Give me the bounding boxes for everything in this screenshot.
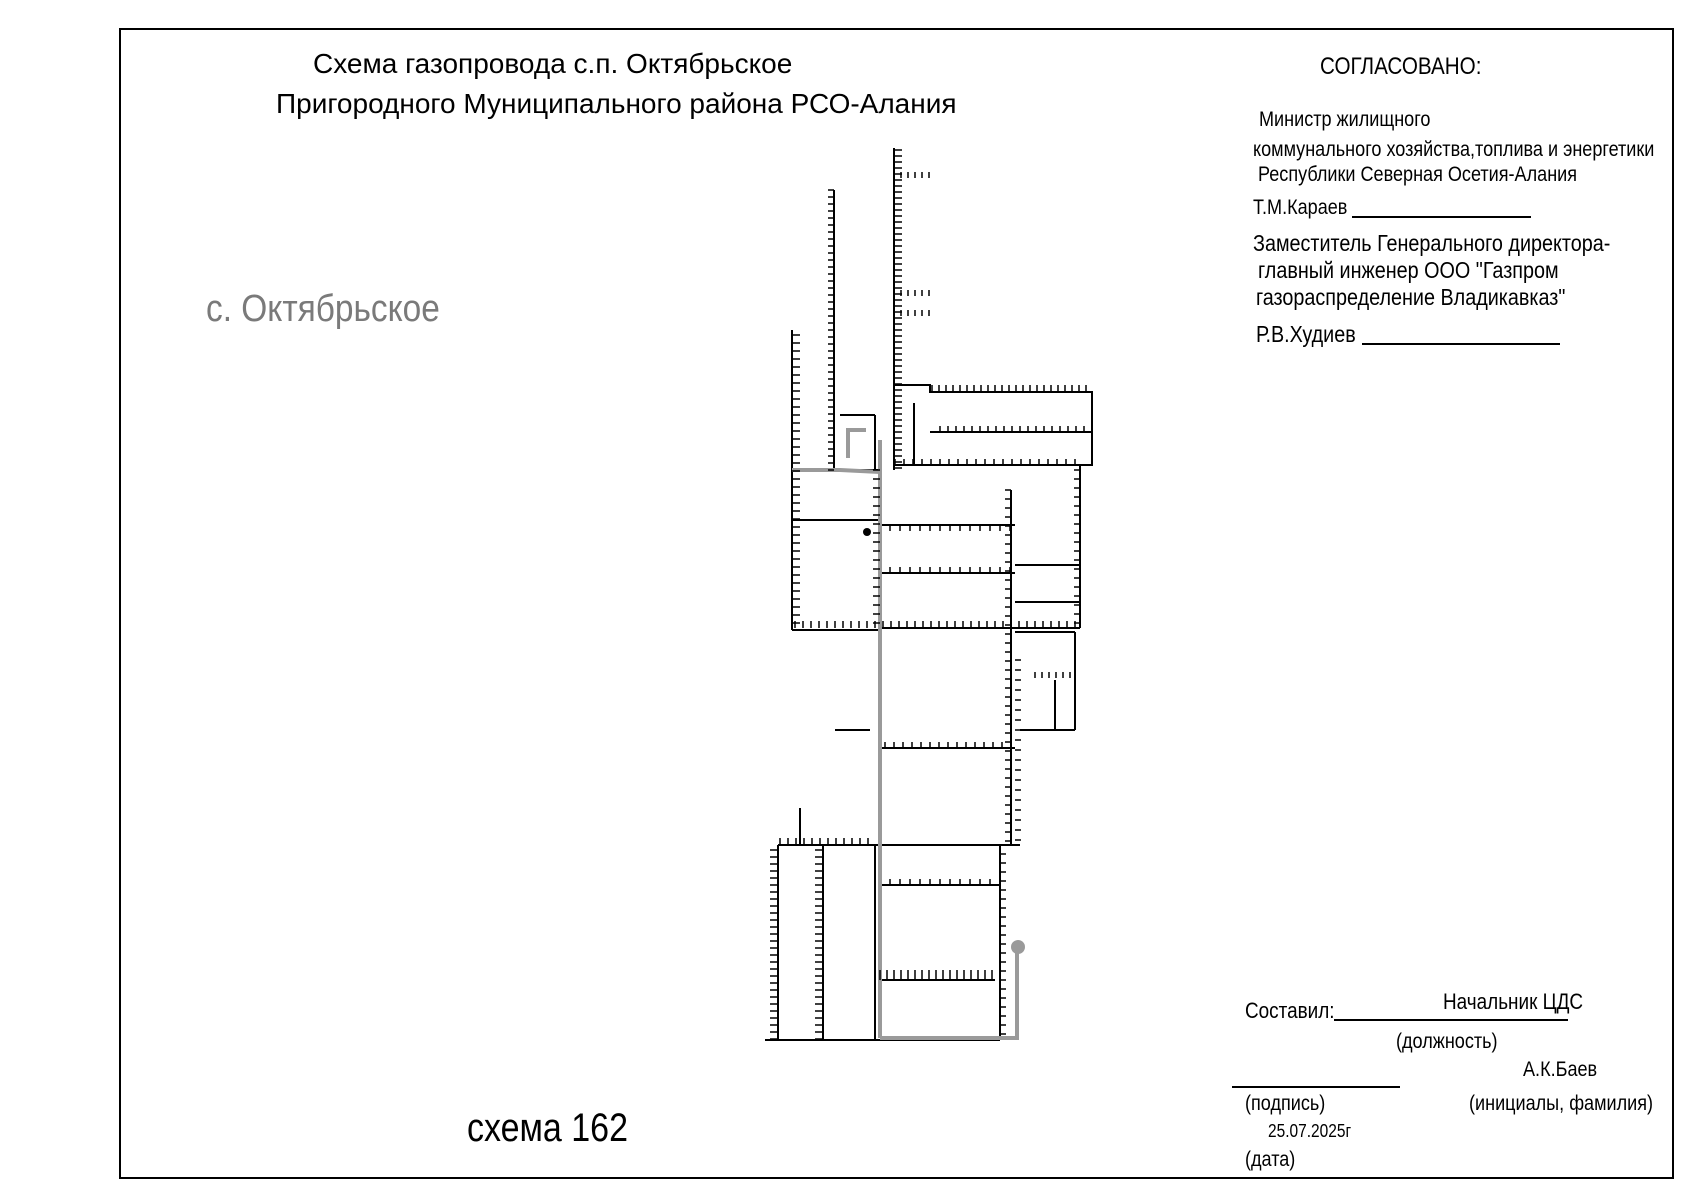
title-line-1: Схема газопровода с.п. Октябрьское bbox=[313, 48, 793, 79]
minister-title-1: Министр жилищного bbox=[1259, 108, 1431, 131]
minister-signature-line bbox=[1352, 216, 1531, 218]
compiled-name: А.К.Баев bbox=[1523, 1058, 1598, 1081]
minister-name: Т.М.Караев bbox=[1253, 196, 1348, 219]
gas-source-node bbox=[1011, 940, 1025, 954]
deputy-name: Р.В.Худиев bbox=[1256, 321, 1356, 347]
deputy-signature-line bbox=[1362, 343, 1560, 345]
compiled-position: Начальник ЦДС bbox=[1443, 989, 1584, 1014]
position-line bbox=[1334, 1019, 1568, 1021]
main-gas-pipe bbox=[792, 428, 1019, 1040]
title-line-2: Пригородного Муниципального района РСО-А… bbox=[276, 88, 957, 119]
valve-node bbox=[863, 528, 871, 536]
drawing-frame bbox=[119, 28, 1674, 1179]
deputy-title-2: главный инженер ООО "Газпром bbox=[1258, 257, 1559, 283]
date-caption: (дата) bbox=[1245, 1148, 1296, 1171]
approval-heading: СОГЛАСОВАНО: bbox=[1320, 53, 1482, 80]
name-caption: (инициалы, фамилия) bbox=[1469, 1092, 1654, 1115]
minister-title-2: коммунального хозяйства,топлива и энерге… bbox=[1253, 138, 1655, 161]
pipeline-lines bbox=[765, 148, 1093, 1041]
compiled-date: 25.07.2025г bbox=[1268, 1121, 1352, 1141]
deputy-title-1: Заместитель Генерального директора- bbox=[1253, 230, 1611, 256]
scheme-number: схема 162 bbox=[467, 1106, 628, 1150]
signature-caption: (подпись) bbox=[1245, 1092, 1326, 1115]
service-connections bbox=[770, 149, 1087, 1040]
minister-title-3: Республики Северная Осетия-Алания bbox=[1258, 163, 1578, 186]
deputy-title-3: газораспределение Владикавказ" bbox=[1256, 284, 1566, 310]
position-caption: (должность) bbox=[1396, 1030, 1498, 1053]
compiled-label: Составил: bbox=[1245, 998, 1335, 1023]
signature-line bbox=[1232, 1086, 1400, 1088]
village-label: с. Октябрьское bbox=[206, 288, 440, 330]
